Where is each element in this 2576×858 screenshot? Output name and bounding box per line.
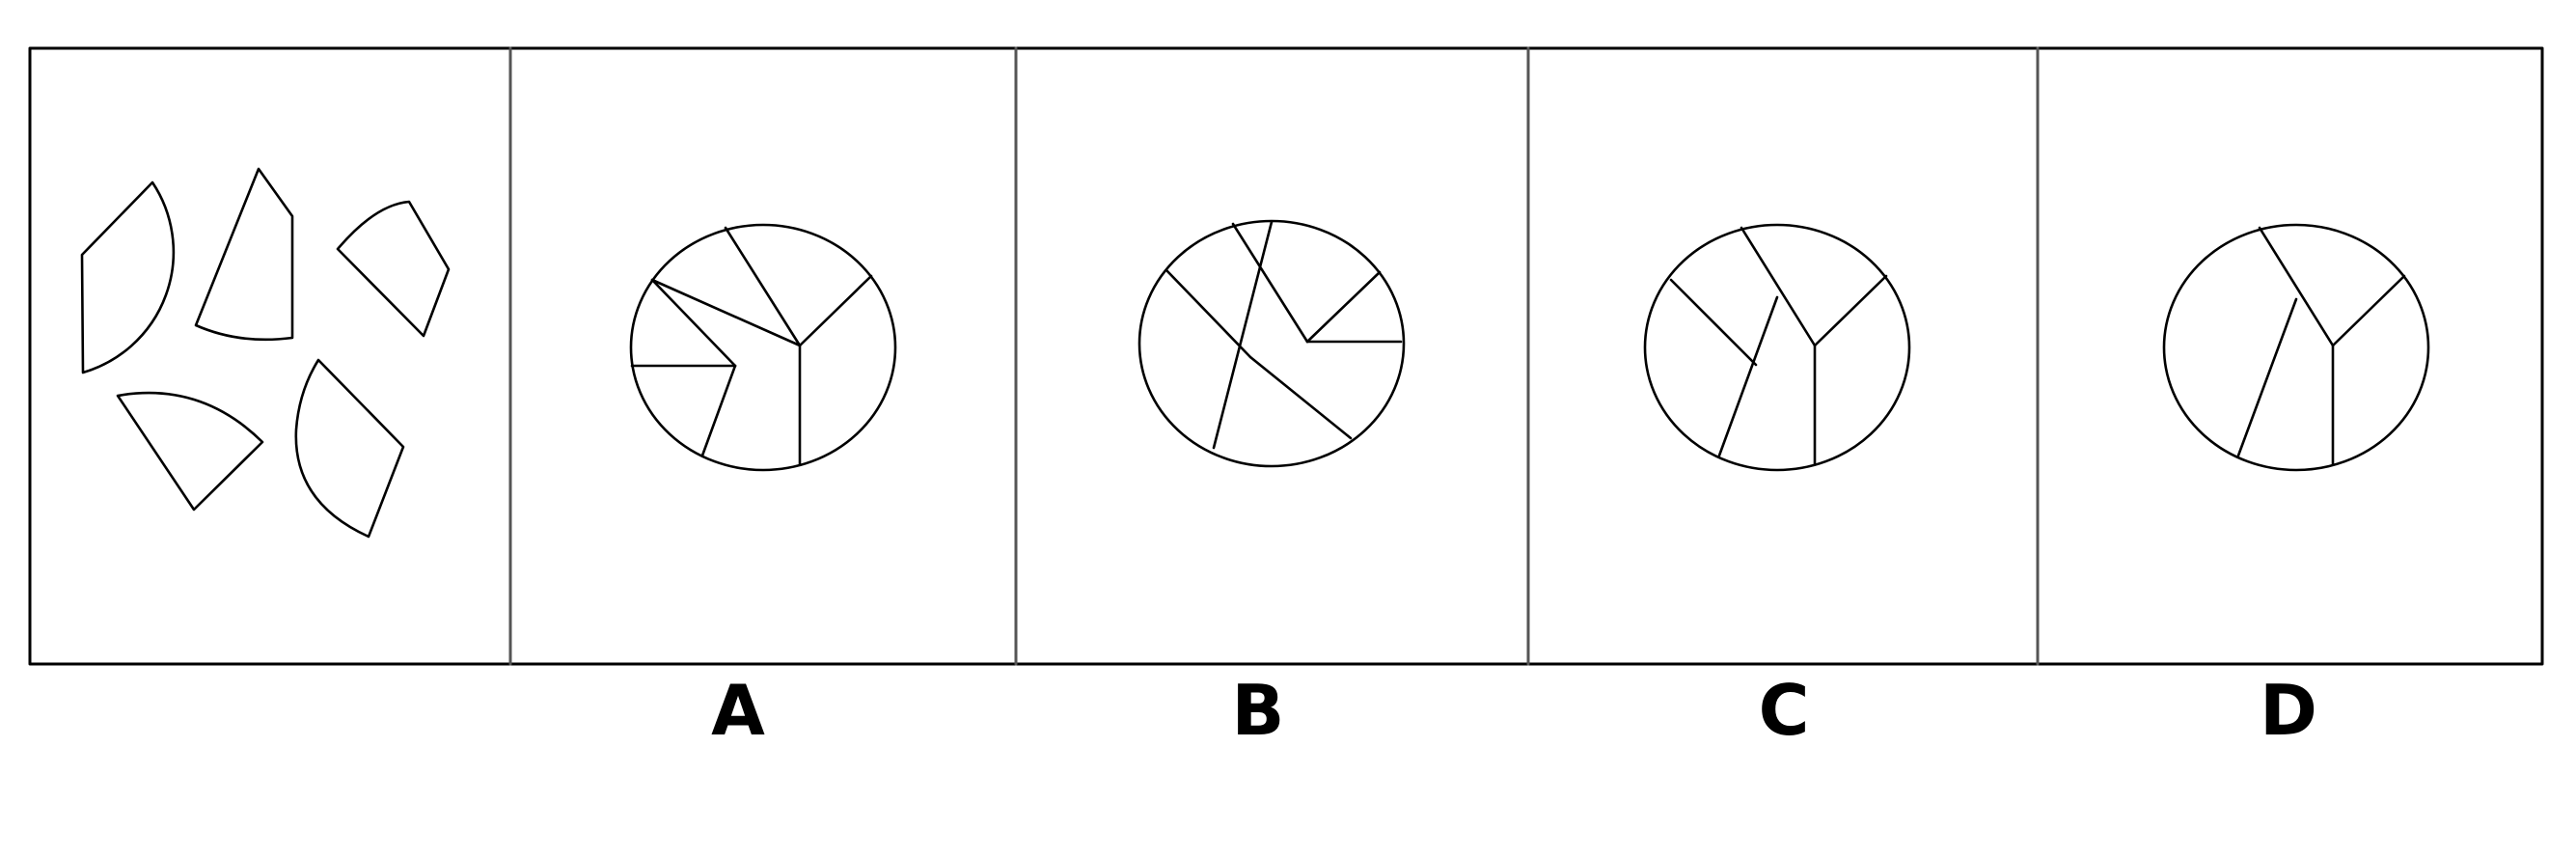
piece-3 [336,200,451,338]
option-a-line-5 [650,278,737,368]
option-c-label[interactable]: C [1758,670,1810,751]
piece-5 [294,358,405,539]
option-b-figure [1137,219,1406,468]
option-b-circle [1137,219,1406,468]
option-a-figure [629,223,897,472]
option-d-figure [2162,223,2430,472]
option-c-line-2 [1813,274,1888,347]
option-d-label[interactable]: D [2260,670,2317,751]
option-a-label[interactable]: A [711,670,765,751]
option-a-line-4 [650,278,802,347]
option-a-line-2 [798,274,873,347]
option-b-line-5 [1165,268,1252,359]
option-c-circle [1643,223,1911,472]
option-b-line-1 [1231,222,1309,344]
option-b-line-3 [1305,270,1382,344]
option-a-circle [629,223,897,472]
option-a-line-7 [700,364,737,457]
option-c-figure [1643,223,1911,472]
piece-1 [80,180,176,374]
piece-4 [116,391,264,512]
option-d-circle [2162,223,2430,472]
option-b-line-6 [1248,355,1353,440]
option-b-label[interactable]: B [1231,670,1285,751]
piece-2 [194,167,294,342]
outer-frame [28,46,2544,666]
option-c-line-4 [1717,295,1779,457]
option-b-line-4 [1212,220,1274,450]
option-d-line-4 [2236,297,2298,457]
option-d-line-1 [2258,226,2335,347]
option-a-line-1 [724,226,802,347]
panel-pieces [80,167,451,539]
option-c-line-1 [1740,226,1817,347]
option-c-line-5 [1669,278,1758,367]
option-d-line-2 [2331,274,2406,347]
